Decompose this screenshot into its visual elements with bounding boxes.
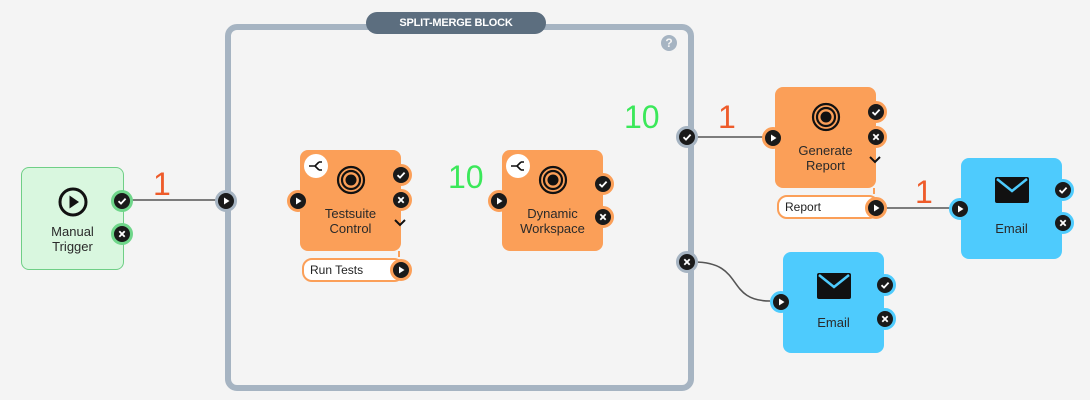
node-label: Dynamic <box>527 206 578 221</box>
email-bottom-failure-port[interactable] <box>874 308 896 330</box>
manual-trigger-node[interactable]: Manual Trigger <box>21 167 124 270</box>
check-icon <box>871 108 881 116</box>
email-bottom-success-port[interactable] <box>874 274 896 296</box>
mail-icon <box>995 177 1029 203</box>
play-icon <box>497 197 503 205</box>
generate-report-node[interactable]: Generate Report <box>775 87 881 188</box>
email-bottom-input-port[interactable] <box>770 291 792 313</box>
node-label: Generate <box>798 143 853 158</box>
report-input-port[interactable] <box>762 127 784 149</box>
workspace-failure-port[interactable] <box>592 206 614 228</box>
target-icon <box>538 165 568 195</box>
close-icon <box>118 230 126 238</box>
node-label: Manual <box>51 224 94 239</box>
email-top-input-port[interactable] <box>949 198 971 220</box>
split-icon <box>506 154 530 178</box>
chevron-down-icon[interactable] <box>393 218 407 228</box>
testsuite-input-port[interactable] <box>287 190 309 212</box>
target-icon <box>336 165 366 195</box>
trigger-failure-port[interactable] <box>111 223 133 245</box>
node-label: Trigger <box>52 239 93 254</box>
play-icon <box>296 197 302 205</box>
block-split-port[interactable] <box>215 190 237 212</box>
testsuite-control-node[interactable]: Testsuite Control <box>300 150 406 251</box>
report-success-port[interactable] <box>865 101 887 123</box>
block-title: SPLIT-MERGE BLOCK <box>366 12 546 34</box>
node-label: Testsuite <box>324 206 377 221</box>
play-icon <box>58 187 88 217</box>
close-icon <box>1059 219 1067 227</box>
target-icon <box>811 102 841 132</box>
check-icon <box>396 171 406 179</box>
count-runtests-to-workspace: 10 <box>448 159 484 195</box>
check-icon <box>682 133 692 141</box>
chevron-down-icon[interactable] <box>868 155 882 165</box>
run-tests-output[interactable]: Run Tests <box>302 258 404 282</box>
mail-icon <box>817 273 851 299</box>
email-node-bottom[interactable]: Email <box>783 252 884 353</box>
count-report-to-email: 1 <box>915 174 933 210</box>
run-tests-output-port[interactable] <box>390 259 412 281</box>
check-icon <box>598 180 608 188</box>
testsuite-failure-port[interactable] <box>390 189 412 211</box>
play-icon <box>771 134 777 142</box>
email-top-success-port[interactable] <box>1052 179 1074 201</box>
play-icon <box>874 204 880 212</box>
close-icon <box>599 213 607 221</box>
check-icon <box>1058 186 1068 194</box>
workspace-input-port[interactable] <box>488 190 510 212</box>
count-merge-to-report: 1 <box>718 99 736 135</box>
node-label: Report <box>805 158 846 173</box>
check-icon <box>880 281 890 289</box>
node-label: Email <box>995 221 1028 236</box>
close-icon <box>683 258 691 266</box>
play-icon <box>224 197 230 205</box>
count-workspace-to-merge: 10 <box>624 99 660 135</box>
play-icon <box>399 266 405 274</box>
report-output[interactable]: Report <box>777 195 879 219</box>
node-label: Workspace <box>520 221 585 236</box>
split-icon <box>304 154 328 178</box>
play-icon <box>958 205 964 213</box>
workspace-success-port[interactable] <box>592 173 614 195</box>
close-icon <box>881 315 889 323</box>
email-node-top[interactable]: Email <box>961 158 1062 259</box>
email-top-failure-port[interactable] <box>1052 212 1074 234</box>
dynamic-workspace-node[interactable]: Dynamic Workspace <box>502 150 603 251</box>
check-icon <box>117 197 127 205</box>
wire-merge-fail-to-email <box>693 261 771 302</box>
close-icon <box>872 133 880 141</box>
trigger-success-port[interactable] <box>111 190 133 212</box>
output-connector <box>873 188 875 194</box>
help-icon[interactable]: ? <box>661 35 677 51</box>
node-label: Control <box>329 221 372 236</box>
testsuite-success-port[interactable] <box>390 164 412 186</box>
report-failure-port[interactable] <box>865 126 887 148</box>
output-connector <box>398 251 400 257</box>
block-merge-success-port[interactable] <box>676 126 698 148</box>
report-output-port[interactable] <box>865 197 887 219</box>
play-icon <box>779 298 785 306</box>
node-label: Email <box>817 315 850 330</box>
block-merge-failure-port[interactable] <box>676 251 698 273</box>
count-trigger-to-block: 1 <box>153 166 171 202</box>
close-icon <box>397 196 405 204</box>
